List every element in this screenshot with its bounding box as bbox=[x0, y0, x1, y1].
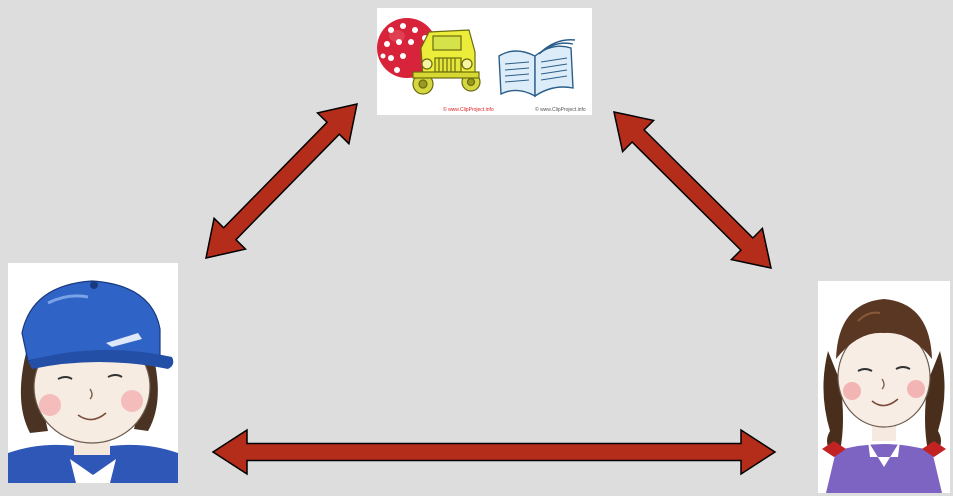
arrow-objects-girl bbox=[613, 111, 772, 269]
boy-cap-illustration bbox=[8, 280, 178, 483]
girl-node bbox=[818, 281, 950, 493]
arrow-objects-boy bbox=[205, 103, 358, 259]
objects-node: © www.ClipProject.info © www.ClipProject… bbox=[377, 8, 592, 115]
boy-node bbox=[8, 263, 178, 483]
arrow-boy-girl bbox=[211, 428, 777, 476]
open-book-icon bbox=[498, 39, 576, 98]
toy-truck-icon bbox=[412, 29, 481, 95]
credit-left: © www.ClipProject.info bbox=[443, 107, 494, 113]
girl-pigtails-illustration bbox=[822, 299, 946, 493]
credit-right: © www.ClipProject.info bbox=[535, 107, 586, 113]
